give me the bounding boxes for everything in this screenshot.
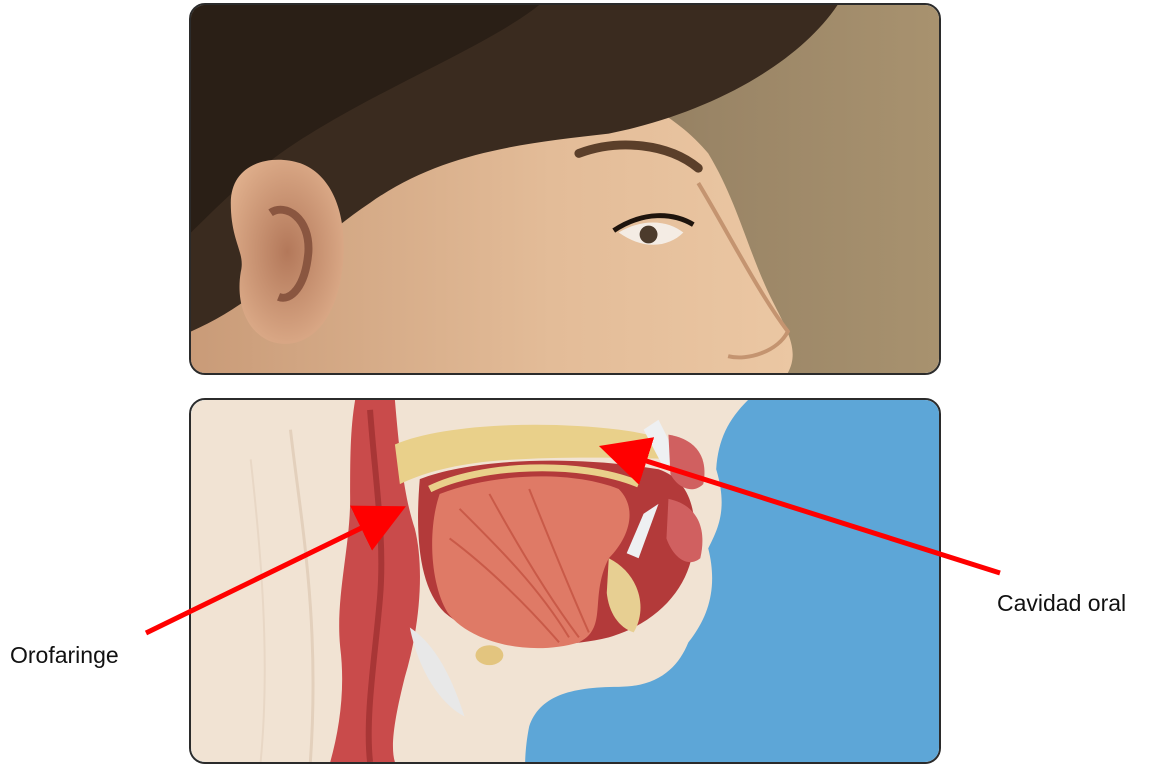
label-cavidad-oral: Cavidad oral bbox=[997, 590, 1126, 617]
anatomy-illustration-panel bbox=[189, 398, 941, 764]
sagittal-section-illustration bbox=[191, 400, 939, 762]
profile-photo bbox=[191, 5, 939, 373]
profile-photo-panel bbox=[189, 3, 941, 375]
iris bbox=[640, 226, 658, 244]
ear bbox=[231, 160, 344, 344]
hyoid-bone bbox=[475, 645, 503, 665]
label-orofaringe: Orofaringe bbox=[10, 642, 119, 669]
